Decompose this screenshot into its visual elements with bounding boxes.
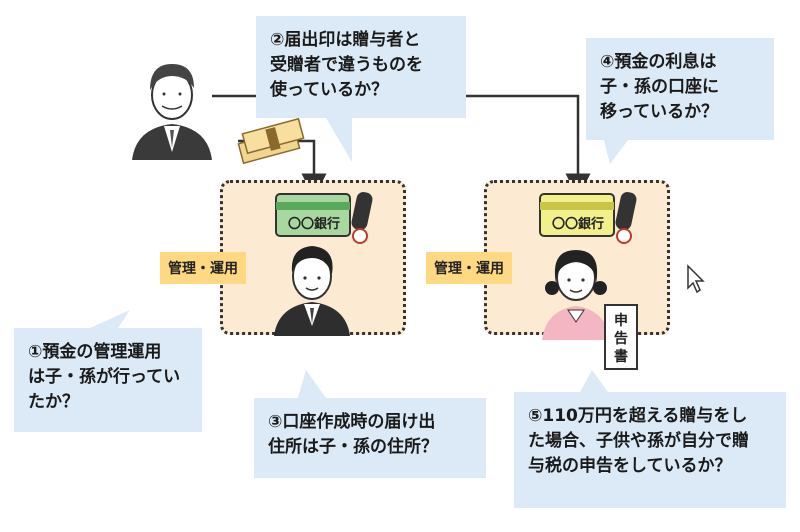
callout-q2: ②届出印は贈与者と 受贈者で違うものを 使っているか？	[256, 16, 466, 118]
callout-q1: ①預金の管理運用 は子・孫が行ってい たか？	[14, 328, 202, 432]
callout-q2-tail	[326, 118, 352, 162]
management-label-right: 管理・運用	[426, 252, 512, 284]
bank-card-right: 〇〇銀行	[539, 193, 615, 237]
management-label-left: 管理・運用	[160, 252, 246, 284]
grandfather-icon	[132, 64, 212, 160]
bank-name-right: 〇〇銀行	[552, 216, 604, 232]
callout-q3: ③口座作成時の届け出 住所は子・孫の住所？	[254, 398, 486, 478]
tax-return-document: 申 告 書	[604, 304, 638, 370]
seal-icon-left	[351, 192, 373, 244]
money-stack-icon	[237, 117, 305, 165]
bank-card-left: 〇〇銀行	[275, 193, 351, 237]
bank-name-left: 〇〇銀行	[288, 216, 340, 232]
callout-q1-tail	[90, 310, 130, 328]
callout-q4-tail	[604, 140, 628, 164]
child-person-icon	[274, 246, 350, 336]
callout-q4: ④預金の利息は 子・孫の口座に 移っているか？	[586, 38, 774, 140]
callout-q5-tail	[580, 370, 608, 392]
callout-q3-tail	[298, 370, 326, 398]
callout-q5: ⑤110万円を超える贈与をし た場合、子供や孫が自分で贈 与税の申告をしているか…	[514, 392, 786, 508]
grandchild-person-icon	[542, 250, 610, 340]
mouse-cursor-icon	[687, 264, 705, 294]
seal-icon-right	[615, 192, 637, 244]
